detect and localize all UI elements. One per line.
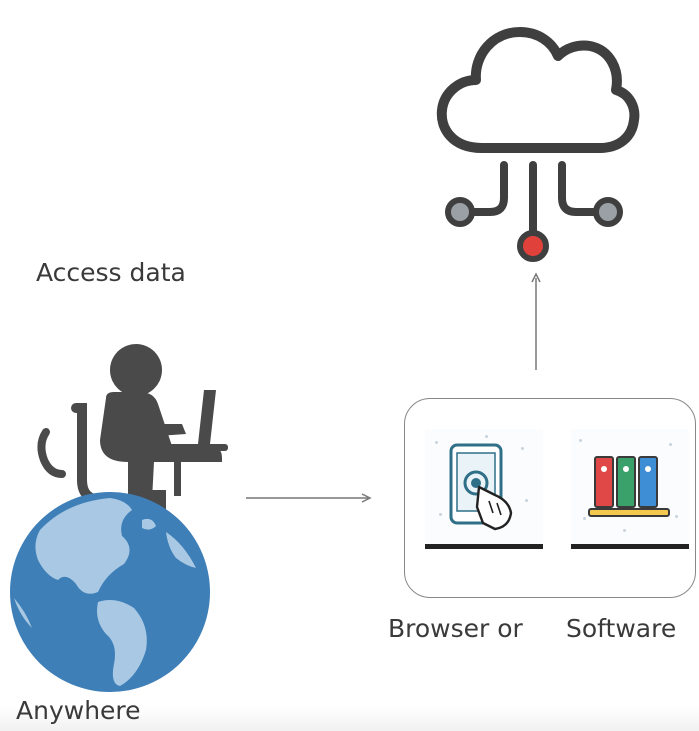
browser-software-panel xyxy=(404,398,696,598)
software-label: Software xyxy=(566,614,677,643)
shelf-card xyxy=(571,429,689,549)
binders-shelf-icon xyxy=(588,456,670,517)
anywhere-label: Anywhere xyxy=(16,696,141,725)
tablet-card xyxy=(425,429,543,549)
shelf-card-bar xyxy=(571,544,689,549)
browser-label: Browser or xyxy=(388,614,523,643)
arrow-right xyxy=(246,493,372,503)
arrow-up xyxy=(531,272,541,370)
globe-icon xyxy=(10,492,210,692)
access-data-label: Access data xyxy=(36,258,186,287)
tablet-touch-icon xyxy=(449,443,513,531)
cloud-network-icon xyxy=(436,27,640,262)
tablet-card-bar xyxy=(425,544,543,549)
bottom-strip xyxy=(0,706,699,731)
person-at-laptop-icon xyxy=(37,344,228,516)
